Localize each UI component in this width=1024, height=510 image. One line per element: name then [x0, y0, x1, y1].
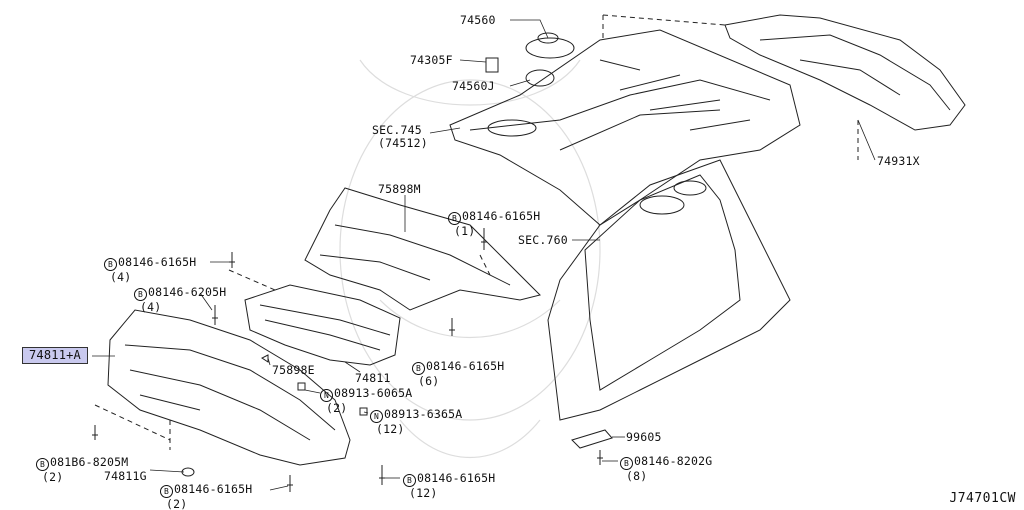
part-code: 08146-6165H	[462, 209, 541, 223]
part-code: 08146-6165H	[417, 471, 496, 485]
watermark-emblem	[339, 59, 601, 459]
quantity: (2)	[42, 470, 64, 484]
callout-sec745-sub: (74512)	[378, 136, 428, 150]
part-code: 08146-6165H	[426, 359, 505, 373]
fasteners	[92, 228, 613, 492]
part-code: 08913-6065A	[334, 386, 413, 400]
floor-panel-sec745	[449, 29, 801, 226]
callout-74811: 74811	[355, 371, 391, 385]
callout-74305f: 74305F	[410, 53, 453, 67]
part-code: 08146-8202G	[634, 454, 713, 468]
front-under-cover-74811a	[107, 309, 351, 466]
bolt-symbol-icon: B	[403, 474, 416, 487]
callout-sec745: SEC.745 (74512)	[372, 124, 428, 150]
rear-under-cover-74931x	[724, 14, 966, 131]
quantity: (12)	[409, 486, 438, 500]
side-body-sec760	[547, 159, 791, 421]
callout-75898e: 75898E	[272, 363, 315, 377]
callout-sec745-code: SEC.745	[372, 123, 422, 137]
under-panel-74811	[244, 284, 401, 366]
part-code: 081B6-8205M	[50, 455, 129, 469]
quantity: (2)	[326, 401, 348, 415]
bolt-symbol-icon: B	[620, 457, 633, 470]
callout-75898m: 75898M	[378, 182, 421, 196]
callout-74560j: 74560J	[452, 79, 495, 93]
bolt-symbol-icon: B	[104, 258, 117, 271]
part-code: 08146-6165H	[174, 482, 253, 496]
nut-symbol-icon: N	[320, 389, 333, 402]
callout-99605: 99605	[626, 430, 662, 444]
bolt-symbol-icon: B	[412, 362, 425, 375]
quantity: (1)	[454, 224, 476, 238]
under-cover-75898m	[304, 187, 541, 311]
part-code: 08913-6365A	[384, 407, 463, 421]
mount-74560	[485, 32, 575, 87]
leader-lines	[92, 19, 876, 491]
quantity: (4)	[140, 300, 162, 314]
quantity: (12)	[376, 422, 405, 436]
diagram-code: J74701CW	[949, 491, 1016, 506]
bolt-symbol-icon: B	[448, 212, 461, 225]
callout-74811g: 74811G	[104, 469, 147, 483]
callout-74811a-highlighted[interactable]: 74811+A	[22, 347, 88, 364]
callout-74931x: 74931X	[877, 154, 920, 168]
quantity: (2)	[166, 497, 188, 510]
bolt-symbol-icon: B	[36, 458, 49, 471]
nut-symbol-icon: N	[370, 410, 383, 423]
callout-74560: 74560	[460, 13, 496, 27]
bolt-symbol-icon: B	[160, 485, 173, 498]
callout-sec760: SEC.760	[518, 233, 568, 247]
part-code: 08146-6205H	[148, 285, 227, 299]
quantity: (4)	[110, 270, 132, 284]
quantity: (8)	[626, 469, 648, 483]
part-code: 08146-6165H	[118, 255, 197, 269]
quantity: (6)	[418, 374, 440, 388]
bolt-symbol-icon: B	[134, 288, 147, 301]
